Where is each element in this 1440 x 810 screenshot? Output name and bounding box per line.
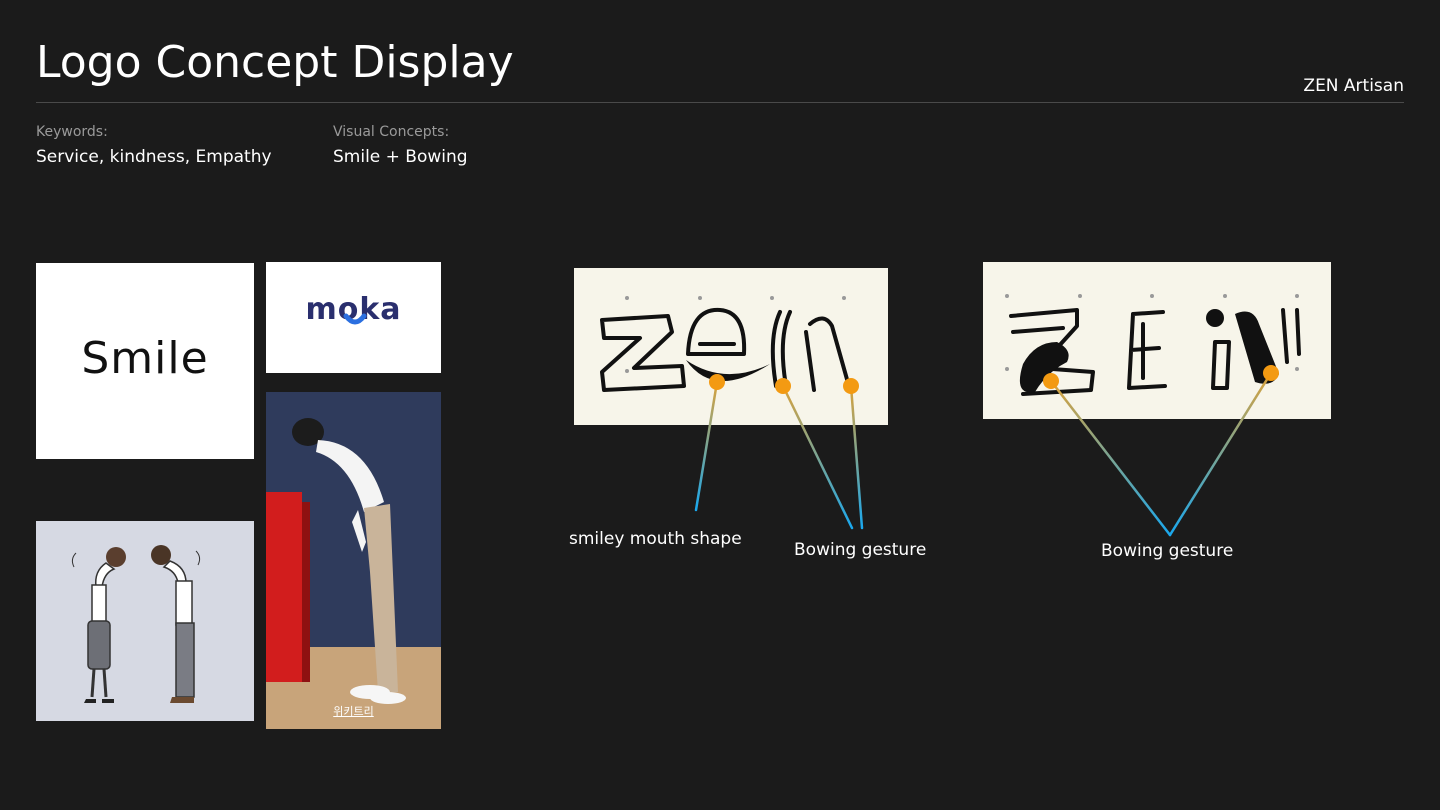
callout-bowing-gesture-1: Bowing gesture [794, 540, 927, 560]
bowing-illustration [36, 521, 254, 721]
zen-sketch-1-drawing [600, 296, 852, 392]
visual-concepts-value: Smile + Bowing [333, 147, 468, 167]
callout-bowing-gesture-2: Bowing gesture [1101, 541, 1234, 561]
logo-sketch-1 [574, 268, 888, 425]
logo-sketch-2 [983, 262, 1331, 419]
bowing-photo: 위키트리 [266, 392, 441, 729]
bowing-people-illustration [71, 545, 201, 703]
keywords-label: Keywords: [36, 124, 108, 140]
page-title: Logo Concept Display [36, 37, 514, 88]
smile-logo-wordmark: Smile [81, 333, 209, 384]
smile-logo-reference: Smile [36, 263, 254, 459]
callout-smiley-mouth: smiley mouth shape [569, 529, 742, 549]
keywords-value: Service, kindness, Empathy [36, 147, 272, 167]
photo-watermark: 위키트리 [333, 705, 374, 718]
bowing-person-photo [266, 392, 441, 729]
moka-smile-icon [343, 313, 367, 325]
moka-logo-reference: moka [266, 262, 441, 373]
header-divider [36, 102, 1404, 103]
zen-sketch-2-drawing [1005, 294, 1301, 396]
brand-name: ZEN Artisan [1303, 76, 1404, 96]
visual-concepts-label: Visual Concepts: [333, 124, 450, 140]
